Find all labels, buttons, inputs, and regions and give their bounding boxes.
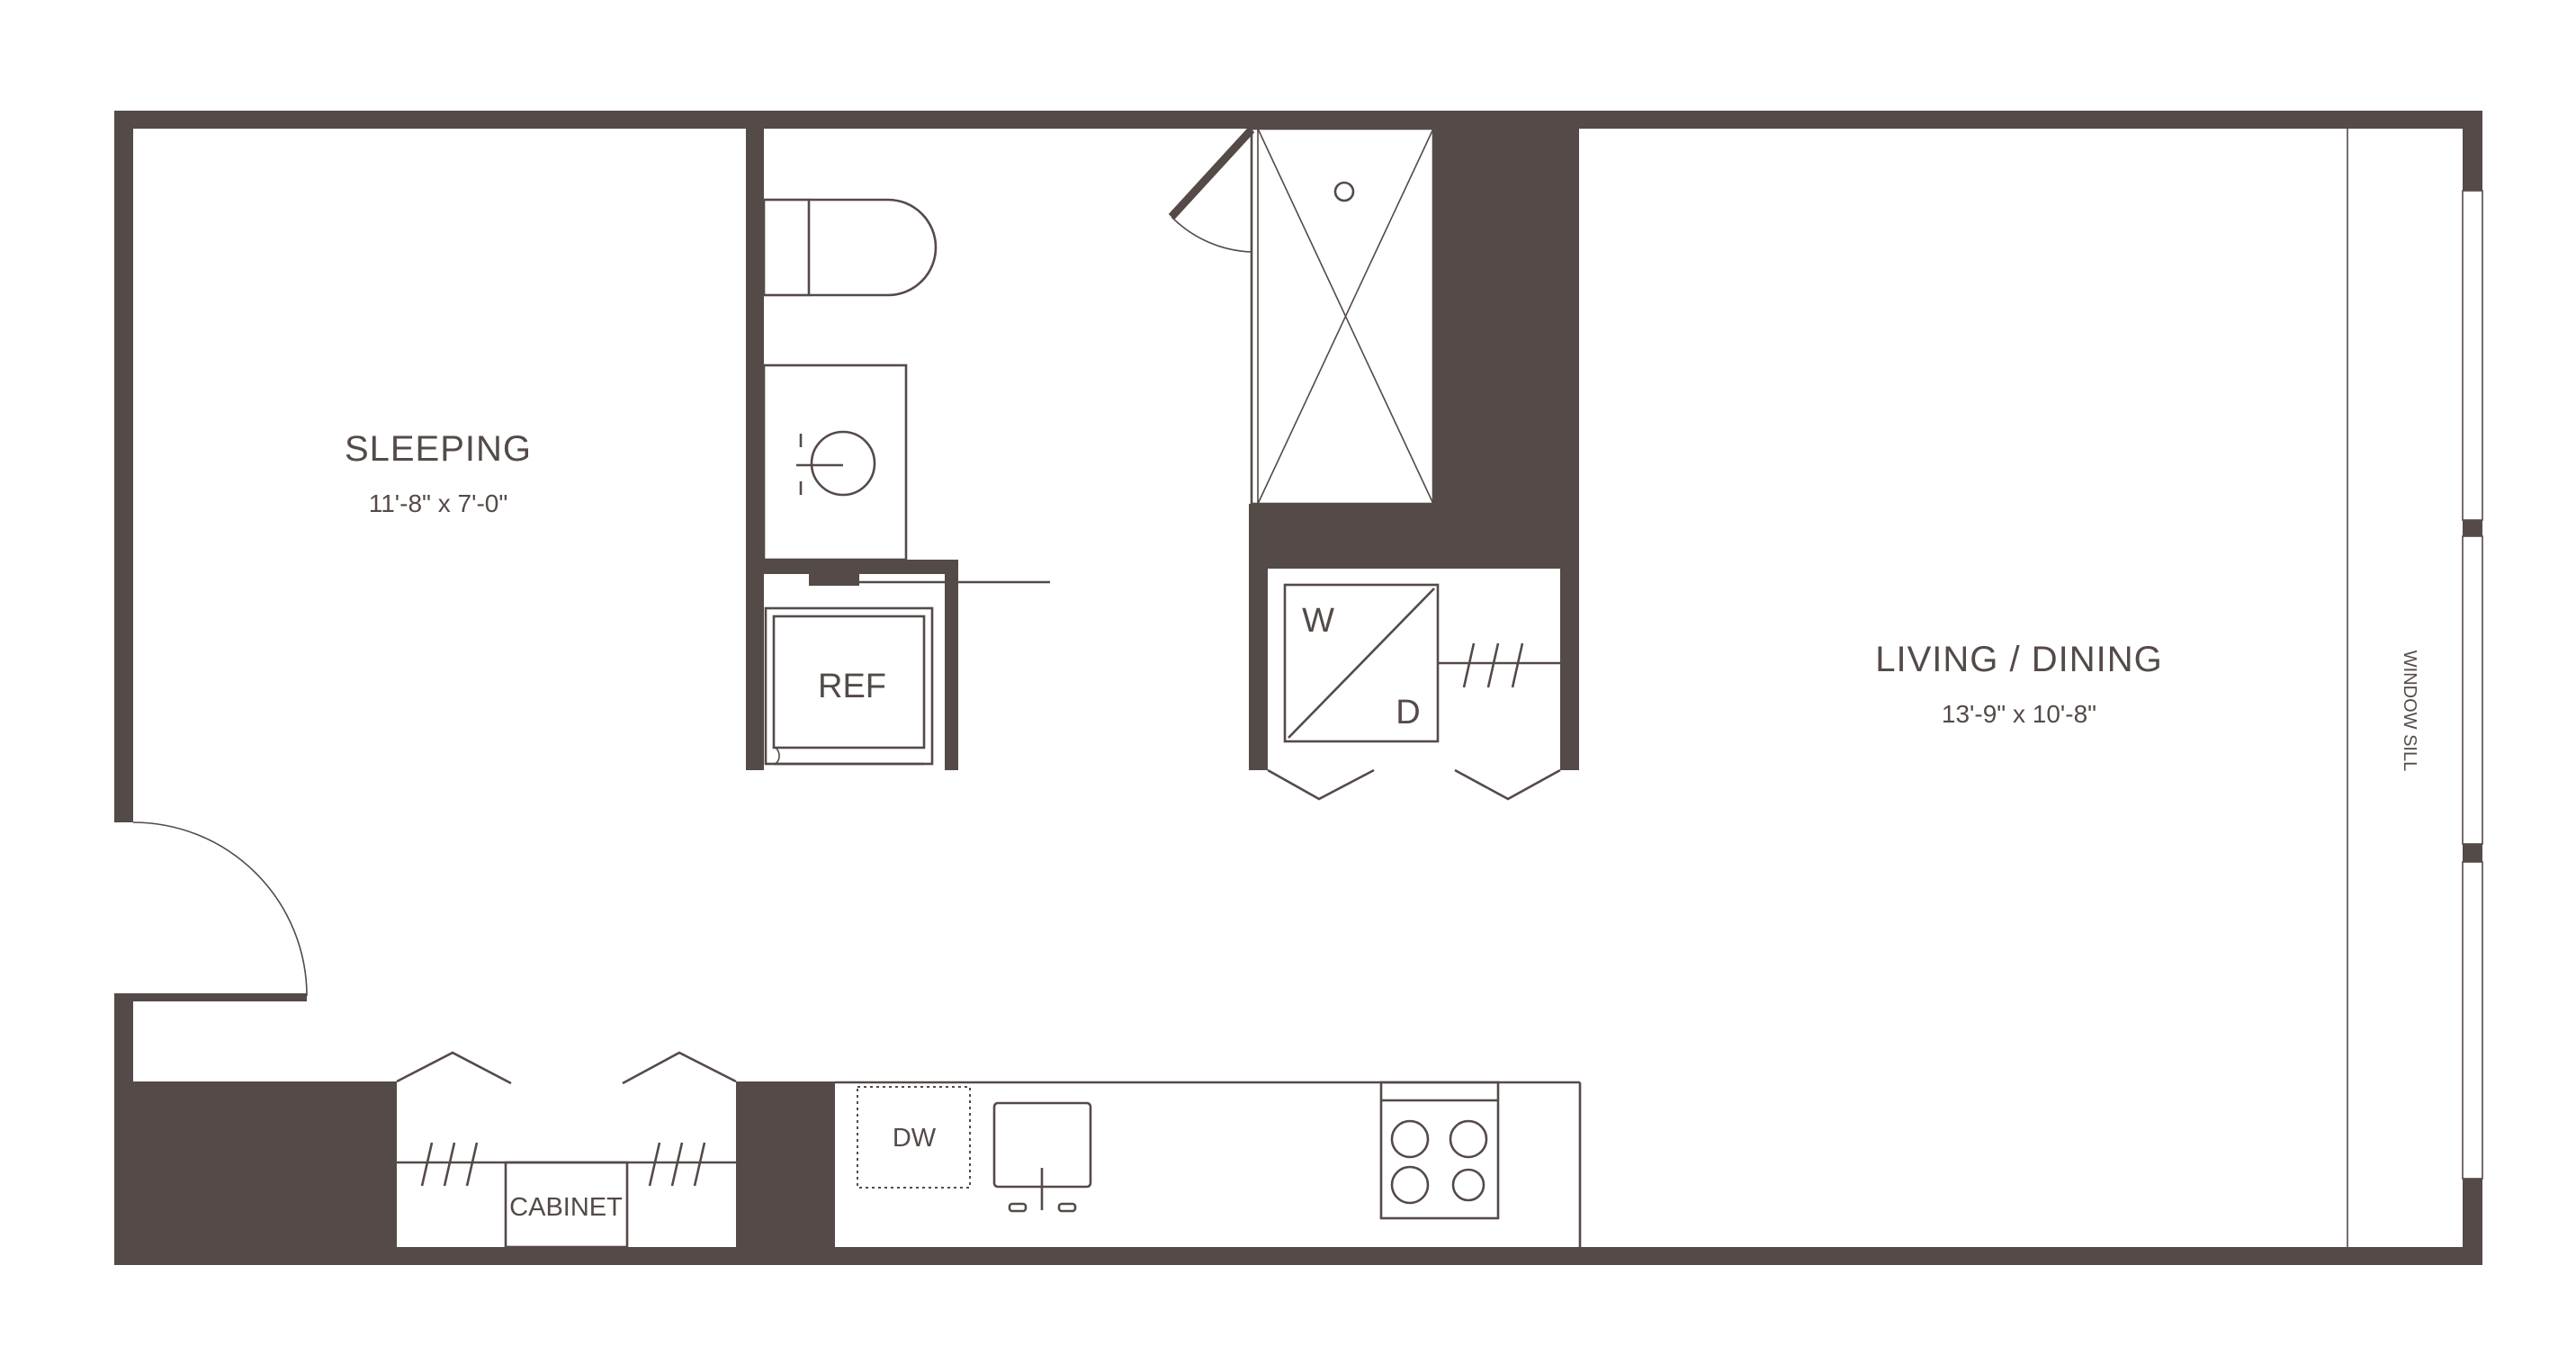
core-walls (1249, 129, 1579, 770)
shower-door[interactable] (1168, 126, 1255, 253)
kitchen-counter (835, 1081, 1582, 1247)
living-dims: 13'-9" x 10'-8" (1942, 700, 2096, 728)
kitchen-walls (133, 1081, 835, 1247)
vanity-sink-icon (762, 363, 908, 561)
ref-label: REF (818, 668, 886, 705)
sleeping-room-label: SLEEPING 11'-8" x 7'-0" (345, 429, 532, 517)
dryer-label: D (1396, 694, 1420, 731)
living-name: LIVING / DINING (1875, 640, 2163, 679)
entry-door[interactable] (114, 821, 308, 1001)
washer-label: W (1302, 602, 1334, 640)
laundry-closet-rod (1438, 642, 1560, 688)
dishwasher-label: DW (893, 1124, 937, 1153)
window-panes (2462, 190, 2483, 1180)
cabinet-label: CABINET (509, 1193, 623, 1222)
shower (1250, 127, 1435, 506)
dishwasher: DW (857, 1086, 971, 1189)
range-cooktop-icon (1379, 1081, 1500, 1220)
bath-wall-left (746, 129, 764, 770)
sleeping-dims: 11'-8" x 7'-0" (369, 489, 508, 517)
kitchen-sink-icon (992, 1101, 1092, 1213)
washer-dryer: W D (1283, 583, 1440, 743)
sleeping-name: SLEEPING (345, 429, 532, 469)
refrigerator: REF (764, 574, 958, 770)
window-sill-label: WINDOW SILL (2400, 651, 2419, 771)
toilet-icon (762, 198, 938, 297)
bath-pocket-door[interactable] (764, 560, 1050, 586)
laundry-bifold-doors[interactable] (1267, 768, 1561, 801)
living-room-label: LIVING / DINING 13'-9" x 10'-8" (1875, 640, 2163, 728)
exterior-walls (114, 111, 2482, 1265)
cabinet-closet: CABINET (397, 1142, 736, 1249)
cabinet-bifold-doors[interactable] (396, 1051, 737, 1085)
